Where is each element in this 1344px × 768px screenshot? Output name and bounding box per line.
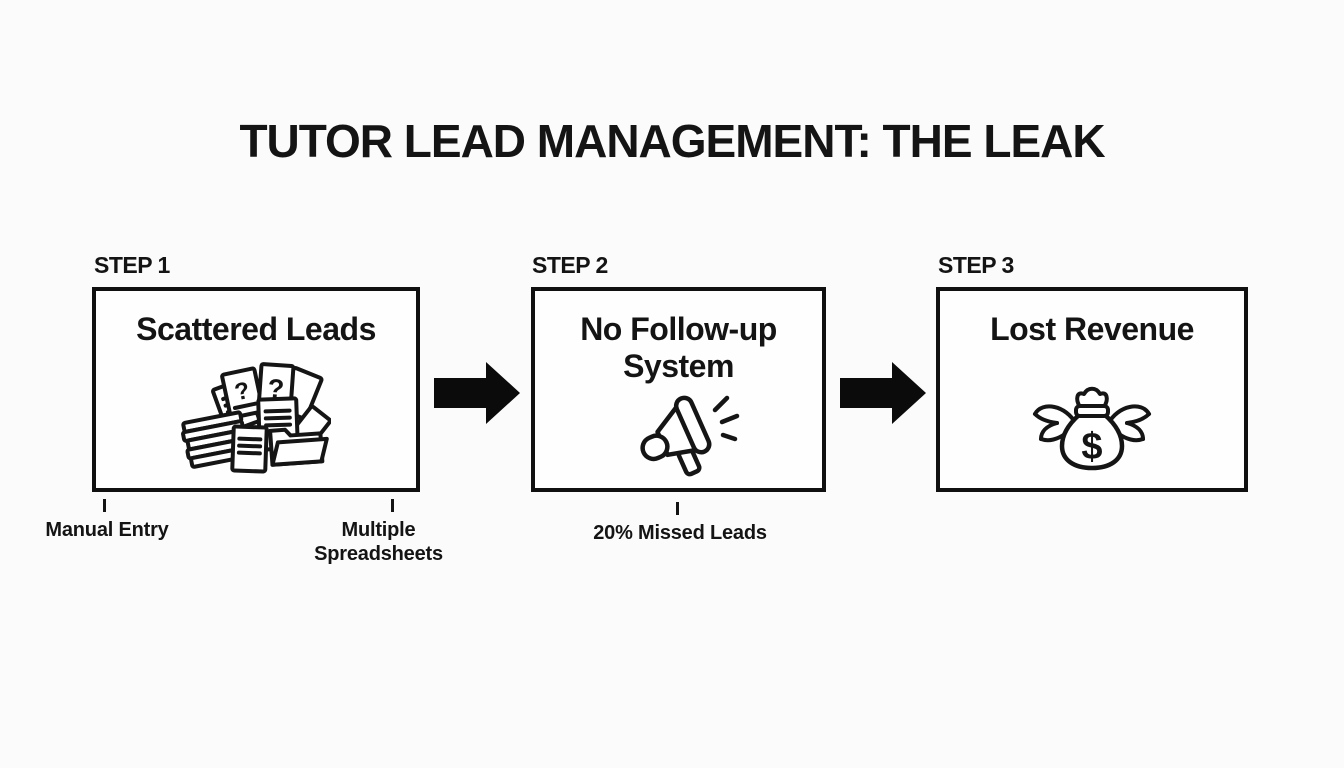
callout-tick-manual-entry xyxy=(103,499,106,512)
scattered-documents-icon: ? ? xyxy=(181,362,331,474)
winged-money-bag-icon: $ xyxy=(1033,386,1151,471)
question-mark-glyph: ? xyxy=(232,377,252,406)
step-3-label: STEP 3 xyxy=(938,252,1014,278)
step-3-title: Lost Revenue xyxy=(990,311,1194,347)
question-mark-glyph: ? xyxy=(267,373,286,404)
step-1-label: STEP 1 xyxy=(94,252,170,278)
step-2-box: No Follow-up System xyxy=(531,287,826,492)
callout-tick-missed-leads xyxy=(676,502,679,515)
callout-missed-leads: 20% Missed Leads xyxy=(593,522,767,544)
step-3-box: Lost Revenue xyxy=(936,287,1248,492)
callout-multiple-spreadsheets: Multiple Spreadsheets xyxy=(314,519,443,565)
step-2-title: No Follow-up System xyxy=(580,311,777,384)
dollar-glyph: $ xyxy=(1081,426,1102,468)
callout-tick-multiple-spreadsheets xyxy=(391,499,394,512)
step-1-box: Scattered Leads ? ? xyxy=(92,287,420,492)
megaphone-icon xyxy=(639,395,739,477)
arrow-right-icon xyxy=(434,362,520,424)
step-2-label: STEP 2 xyxy=(532,252,608,278)
arrow-right-icon xyxy=(840,362,926,424)
step-1-title: Scattered Leads xyxy=(136,311,376,347)
callout-manual-entry: Manual Entry xyxy=(45,519,169,541)
page-title: TUTOR LEAD MANAGEMENT: THE LEAK xyxy=(239,115,1105,167)
